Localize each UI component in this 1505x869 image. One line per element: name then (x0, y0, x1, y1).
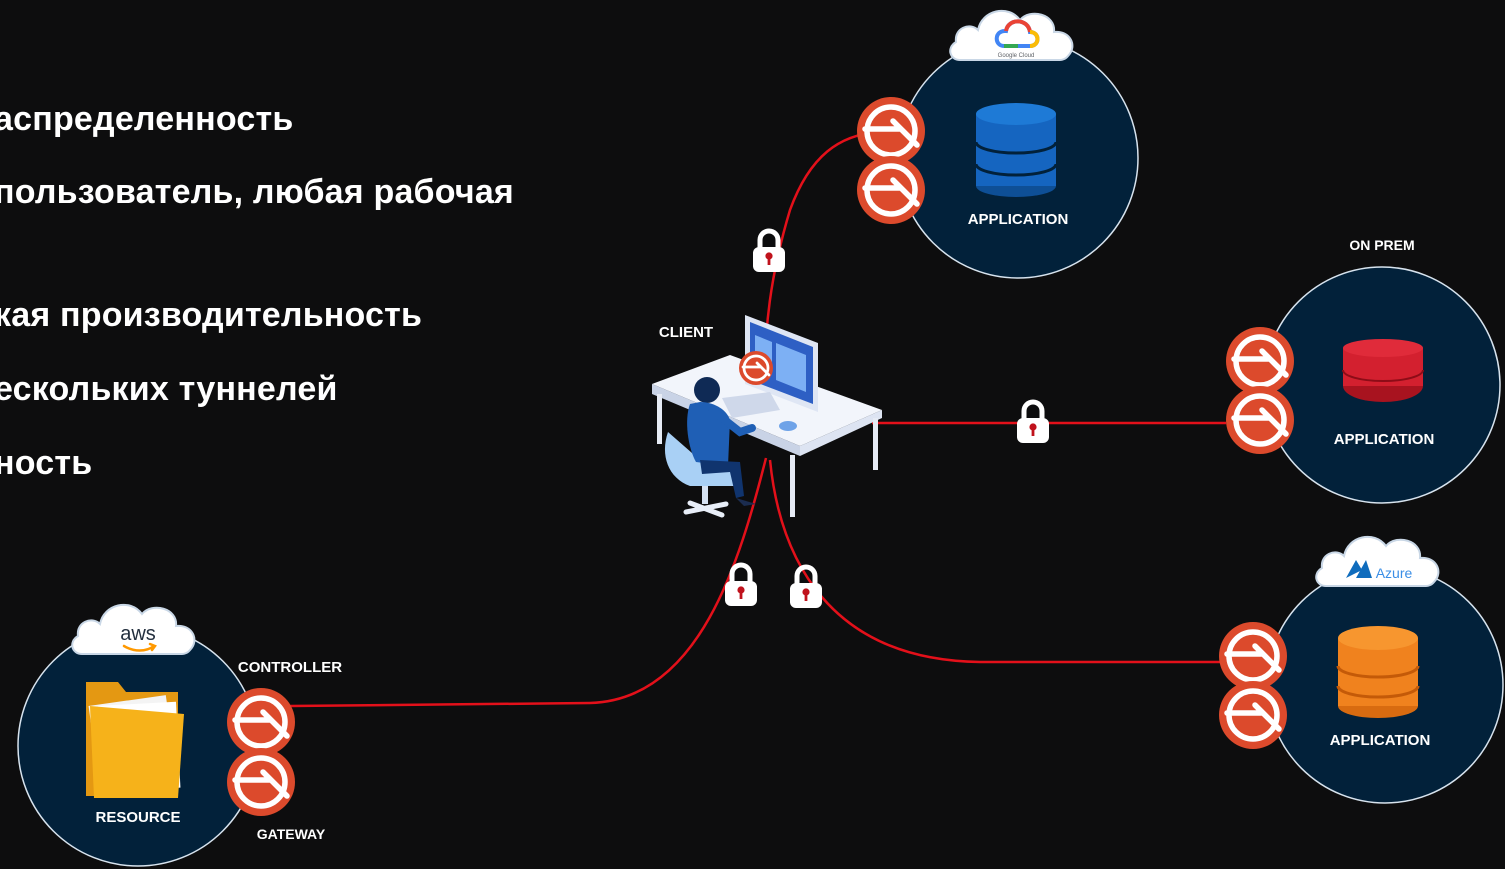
lock-icon (753, 231, 785, 272)
database-icon (974, 103, 1058, 197)
application-label: APPLICATION (1334, 431, 1435, 448)
azure-icon: Azure (1315, 535, 1440, 587)
aws-icon: aws (71, 603, 196, 655)
lock-icon (1017, 402, 1049, 443)
azure-application-node: APPLICATION Azure (1219, 535, 1504, 804)
svg-text:Google Cloud: Google Cloud (998, 53, 1035, 59)
gateway-label: GATEWAY (257, 826, 326, 842)
google-cloud-icon: Google Cloud (949, 9, 1074, 62)
database-icon (1336, 626, 1420, 718)
controller-icon (1226, 327, 1294, 395)
gateway-icon (1219, 681, 1287, 749)
client-workstation: CLIENT (652, 315, 882, 518)
connection-links (289, 130, 1226, 708)
gateway-icon (227, 748, 295, 816)
on-prem-label: ON PREM (1349, 237, 1414, 253)
folder-icon (86, 682, 184, 798)
onprem-application-node: ON PREM APPLICATION (1226, 237, 1501, 504)
controller-icon (1219, 622, 1287, 690)
gateway-icon (1226, 386, 1294, 454)
database-icon (1342, 339, 1424, 402)
person-head (694, 377, 720, 403)
client-label: CLIENT (659, 324, 713, 341)
link-to-aws (289, 457, 768, 708)
application-label: APPLICATION (968, 211, 1069, 228)
controller-icon (857, 97, 925, 165)
link-to-azure (768, 459, 1222, 664)
controller-label: CONTROLLER (238, 659, 342, 676)
application-label: APPLICATION (1330, 732, 1431, 749)
gcp-application-node: APPLICATION Google Cloud (857, 9, 1139, 279)
svg-text:Azure: Azure (1376, 565, 1413, 581)
lock-icon (725, 565, 757, 606)
svg-text:aws: aws (120, 623, 156, 645)
gateway-icon (857, 156, 925, 224)
client-agent-icon (737, 349, 775, 387)
controller-icon (227, 688, 295, 756)
aws-resource-node: RESOURCE aws CONTROLLER GATEWAY (17, 603, 342, 867)
resource-label: RESOURCE (95, 809, 180, 826)
